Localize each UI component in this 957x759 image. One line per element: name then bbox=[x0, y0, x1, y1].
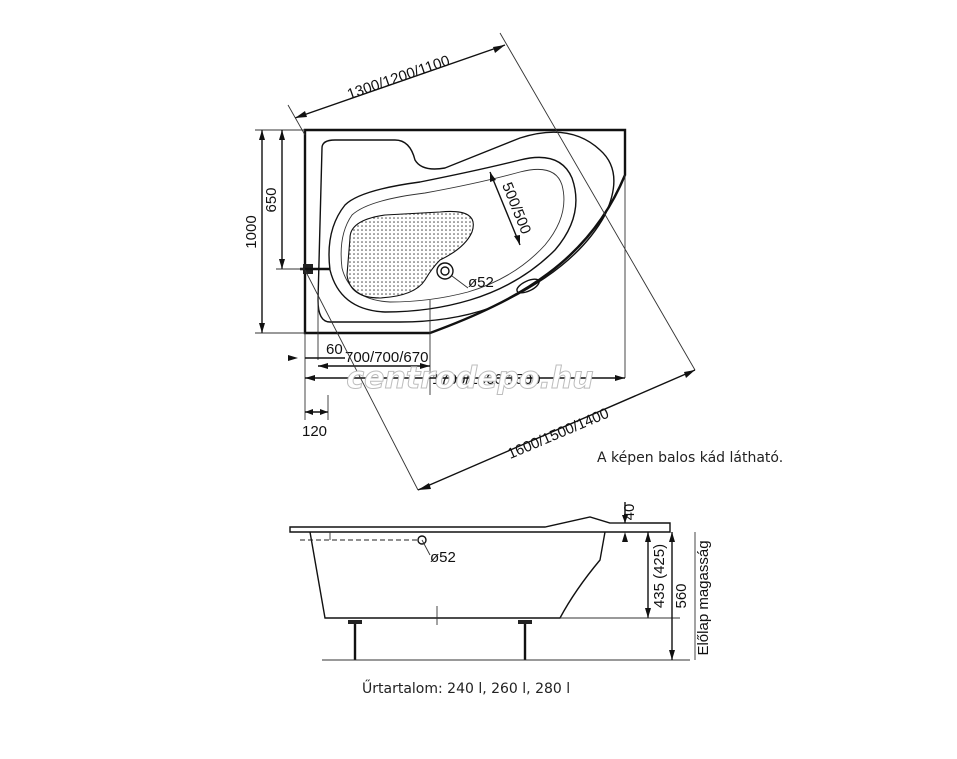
tub-outline bbox=[303, 128, 627, 335]
side-rim-label: 40 bbox=[621, 504, 638, 521]
side-rim bbox=[289, 516, 671, 533]
dim-width-label: 1000 bbox=[243, 215, 260, 248]
side-height-label: 560 bbox=[673, 583, 690, 608]
dim-drain-label: ø52 bbox=[468, 274, 494, 291]
drain-outer bbox=[436, 262, 454, 280]
dim-height-inner-label: 650 bbox=[263, 187, 280, 212]
dim-offset-label: 60 bbox=[326, 341, 343, 358]
dim-length-diagonal-label: 1300/1200/1100 bbox=[345, 52, 452, 103]
dim-total-length-label: 1700/1600/1500 bbox=[432, 371, 540, 388]
top-view: 1000 650 1300/1200/1100 500/500 ø52 60 bbox=[243, 32, 696, 491]
watermark: centrodepo.hu bbox=[346, 361, 593, 396]
tub-inner-rim bbox=[317, 131, 615, 323]
side-view: ø52 40 435 (425) 560 Előlap magasság bbox=[289, 502, 712, 661]
headrest bbox=[516, 278, 540, 294]
side-drain-label: ø52 bbox=[430, 549, 456, 566]
dim-basin-width-label: 500/500 bbox=[498, 180, 534, 237]
tub-basin bbox=[328, 156, 577, 313]
capacity-note: Űrtartalom: 240 l, 260 l, 280 l bbox=[362, 679, 570, 697]
dim-diagonal-long-label: 1600/1500/1400 bbox=[505, 405, 611, 463]
dim-foot-label: 120 bbox=[302, 423, 327, 440]
drain-inner bbox=[440, 266, 450, 276]
front-height-label: Előlap magasság bbox=[695, 540, 712, 655]
side-depth-label: 435 (425) bbox=[651, 544, 668, 608]
dim-mid-label: 700/700/670 bbox=[345, 349, 428, 366]
side-drain bbox=[417, 535, 427, 545]
anti-slip-pad bbox=[346, 210, 474, 299]
side-body bbox=[309, 531, 606, 619]
left-tub-note: A képen balos kád látható. bbox=[597, 450, 783, 466]
